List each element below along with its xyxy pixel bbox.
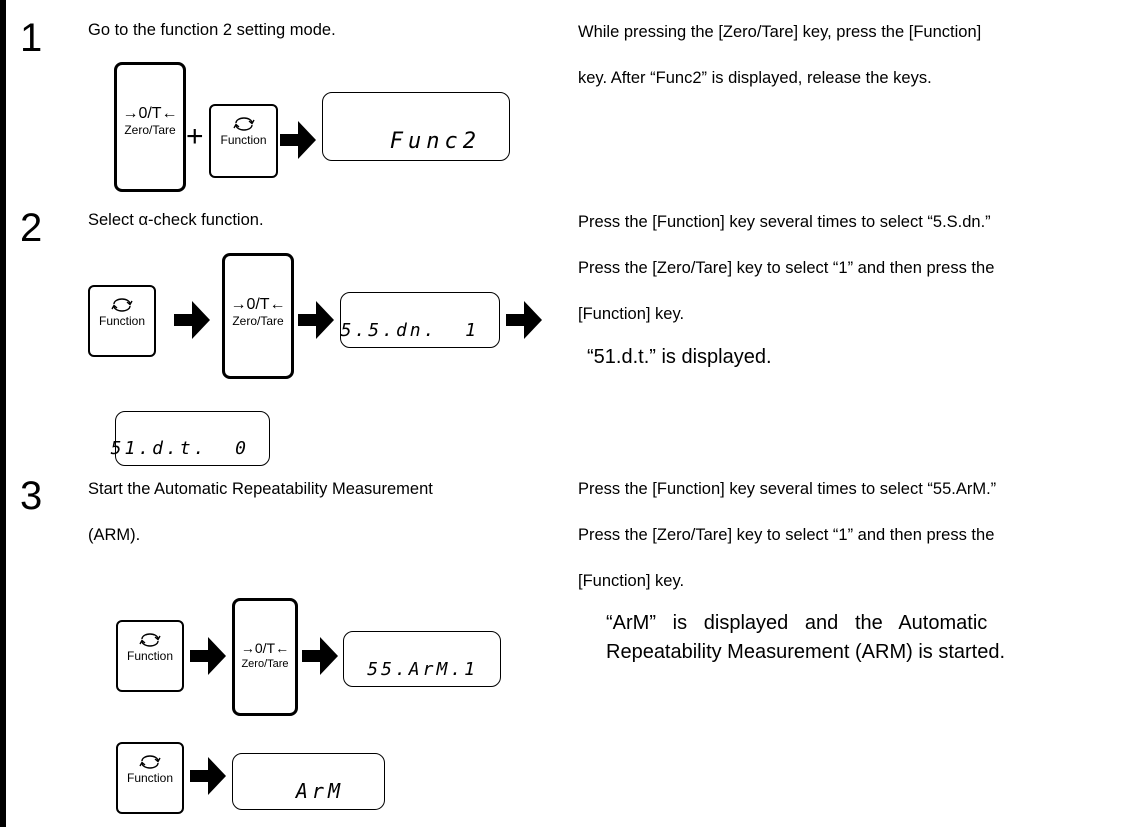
step-desc-line: Press the [Zero/Tare] key to select “1” … [578, 526, 995, 544]
step-result: “51.d.t.” is displayed. [587, 346, 772, 368]
step-result-line: Repeatability Measurement (ARM) is start… [606, 641, 1006, 663]
function-cycle-icon [139, 755, 161, 769]
step-title: Go to the function 2 setting mode. [88, 21, 336, 39]
display-text: 5.5.dn. 1 [340, 320, 479, 341]
lcd-display: 55.ArM.1 [343, 631, 501, 687]
zero-tare-key[interactable]: →0/T← Zero/Tare [114, 62, 186, 192]
display-text: Func2 [389, 129, 481, 154]
right-arrow-icon [190, 757, 226, 795]
step-desc-line: Press the [Zero/Tare] key to select “1” … [578, 259, 995, 277]
step-number: 2 [20, 206, 43, 250]
function-key[interactable]: Function [209, 104, 278, 178]
step-number: 1 [20, 16, 43, 60]
display-text: 55.ArM.1 [367, 659, 478, 680]
step-desc-line: [Function] key. [578, 305, 685, 323]
function-cycle-icon [139, 633, 161, 647]
left-margin-bar [0, 0, 6, 827]
right-arrow-icon [174, 301, 210, 339]
lcd-display: Func2 [322, 92, 510, 161]
function-key-label: Function [220, 133, 267, 147]
step-title-line: (ARM). [88, 526, 141, 544]
right-arrow-icon [280, 121, 316, 159]
zero-tare-label: Zero/Tare [232, 314, 284, 328]
step-title: Select α-check function. [88, 211, 264, 229]
step-title-line: Start the Automatic Repeatability Measur… [88, 480, 433, 498]
step-desc-line: Press the [Function] key several times t… [578, 480, 997, 498]
function-key[interactable]: Function [88, 285, 156, 357]
function-key-label: Function [126, 649, 174, 663]
lcd-display: 5.5.dn. 1 [340, 292, 500, 348]
lcd-display: ArM [232, 753, 385, 810]
zero-tare-label: Zero/Tare [124, 123, 176, 137]
step-desc-line: While pressing the [Zero/Tare] key, pres… [578, 23, 982, 41]
function-key-label: Function [126, 771, 174, 785]
function-key[interactable]: Function [116, 620, 184, 692]
function-key-label: Function [98, 314, 146, 328]
zero-tare-symbol: →0/T← [230, 296, 286, 313]
zero-tare-label: Zero/Tare [241, 658, 289, 670]
zero-tare-symbol: →0/T← [240, 640, 290, 656]
lcd-display: 51.d.t. 0 [111, 411, 270, 466]
step-desc-line: key. After “Func2” is displayed, release… [578, 69, 932, 87]
display-text: 51.d.t. 0 [110, 438, 249, 459]
step-desc-line: Press the [Function] key several times t… [578, 213, 991, 231]
zero-tare-key[interactable]: →0/T← Zero/Tare [222, 253, 294, 379]
plus-icon: + [186, 120, 204, 153]
step-desc-line: [Function] key. [578, 572, 685, 590]
display-text: ArM [295, 779, 344, 803]
function-cycle-icon [111, 298, 133, 312]
function-key[interactable]: Function [116, 742, 184, 814]
zero-tare-key[interactable]: →0/T← Zero/Tare [232, 598, 298, 716]
step-result-line: “ArM” is displayed and the Automatic [606, 612, 988, 634]
right-arrow-icon [298, 301, 334, 339]
right-arrow-icon [190, 637, 226, 675]
step-number: 3 [20, 474, 43, 518]
right-arrow-icon [302, 637, 338, 675]
function-cycle-icon [232, 117, 255, 131]
zero-tare-symbol: →0/T← [122, 105, 178, 122]
right-arrow-icon [506, 301, 542, 339]
